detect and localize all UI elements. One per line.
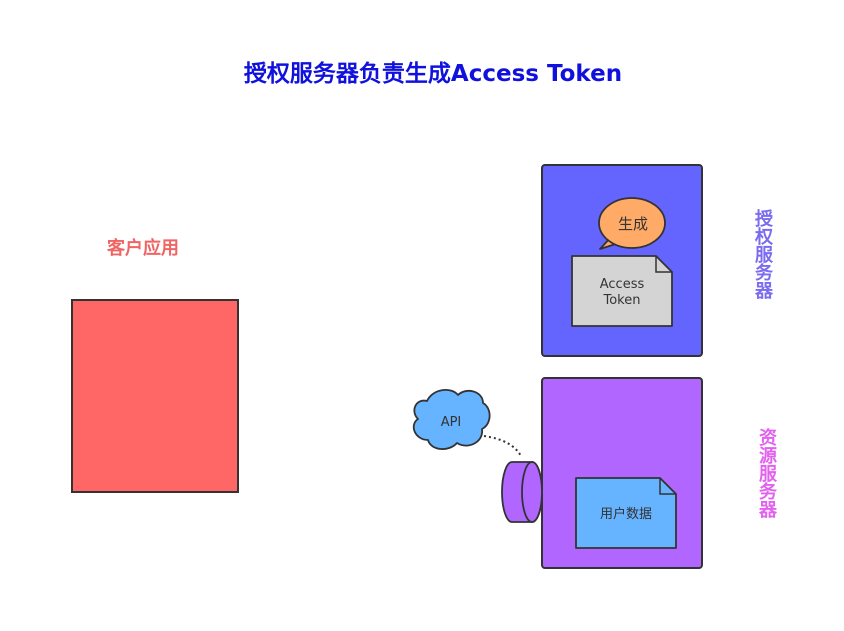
access-token-document: Access Token (571, 255, 673, 327)
user-data-text: 用户数据 (600, 506, 652, 522)
generate-bubble-text: 生成 (618, 215, 648, 233)
access-token-text-line2: Token (603, 293, 641, 308)
client-app-box (71, 299, 239, 493)
api-cloud-text: API (441, 415, 462, 430)
generate-bubble: 生成 (598, 197, 666, 250)
api-endpoint-cylinder (501, 461, 543, 523)
access-token-text-line1: Access (600, 277, 645, 292)
api-connector-dotted-line (483, 435, 522, 457)
api-cloud: API (412, 389, 491, 450)
auth-server-label: 授权服务器 (752, 209, 773, 299)
resource-server-label: 资源服务器 (756, 428, 777, 518)
diagram-title: 授权服务器负责生成Access Token (243, 61, 623, 87)
client-app-label: 客户应用 (107, 238, 179, 259)
user-data-document: 用户数据 (575, 477, 677, 549)
